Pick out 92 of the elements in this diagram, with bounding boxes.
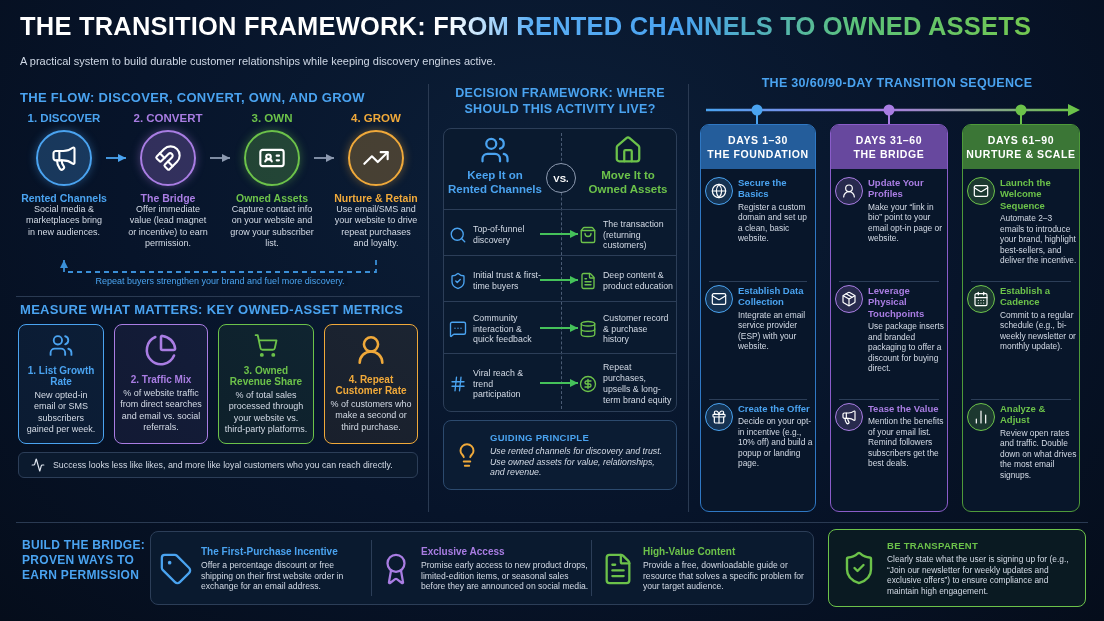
tactics-panel bbox=[150, 531, 814, 605]
metric-title: 3. Owned Revenue Share bbox=[228, 365, 304, 387]
phase-days: DAYS 31–60 bbox=[855, 132, 923, 147]
phase-days: DAYS 1–30 bbox=[728, 132, 788, 147]
note-box bbox=[828, 529, 1086, 607]
step-description: Mention the benefits of your email list. Remind followers subscribers get the best deals. bbox=[868, 416, 945, 469]
metric-description: % of total sales processed through your website vs. third-party platforms. bbox=[224, 390, 308, 435]
callout-banner bbox=[18, 452, 418, 478]
step-title: Rented Channels bbox=[21, 192, 107, 204]
arrow bbox=[209, 154, 231, 162]
subtitle: A practical system to build durable customer relationships while keeping discovery engines active. bbox=[20, 55, 497, 69]
note-heading: BE TRANSPARENT bbox=[887, 540, 980, 551]
tactic-title: Exclusive Access bbox=[421, 545, 506, 558]
step-description: Use package inserts and branded packaging to offer a discount for buying direct. bbox=[868, 321, 945, 374]
step-description: Make your “link in bio” point to your email opt-in page or website. bbox=[868, 201, 944, 244]
step-title: Tease the Value bbox=[868, 403, 940, 415]
step-description: Automate 2–3 emails to introduce your brand, highlight best-sellers, and deliver the incentive. bbox=[1000, 213, 1077, 266]
metric-description: New opted-in email or SMS subscribers gained per week. bbox=[25, 390, 97, 435]
section-heading: DECISION FRAMEWORK: WHERE SHOULD THIS ACTIVITY LIVE? bbox=[454, 86, 666, 118]
principle-box bbox=[443, 420, 677, 490]
metric-card bbox=[324, 324, 418, 444]
step-title: Launch the Welcome Sequence bbox=[1000, 177, 1052, 212]
step-title: Leverage Physical Touchpoints bbox=[868, 285, 926, 320]
step-title: Secure the Basics bbox=[738, 177, 788, 200]
step-title: Analyze & Adjust bbox=[1000, 403, 1047, 426]
step-title: Owned Assets bbox=[236, 192, 308, 204]
banner-text: Success looks less like likes, and more like loyal customers who you can reach directly. bbox=[53, 459, 393, 471]
activity-text: Repeat purchases, upsells & long-term brand equity bbox=[603, 362, 673, 406]
arrow bbox=[60, 259, 377, 273]
step-description: Capture contact info on your website and grow your subscriber list. bbox=[230, 204, 314, 249]
tactic-description: Offer a percentage discount or free shipping on their first website order in exchange for an email address. bbox=[201, 559, 345, 593]
arrow bbox=[539, 324, 579, 332]
activity-text: Viral reach & trend participation bbox=[473, 367, 525, 401]
activity-text: The transaction (returning customers) bbox=[603, 218, 665, 252]
step-heading: 1. DISCOVER bbox=[27, 112, 101, 126]
section-heading: THE 30/60/90-DAY TRANSITION SEQUENCE bbox=[760, 76, 1034, 92]
phase-name: NURTURE & SCALE bbox=[966, 147, 1076, 162]
step-title: Create the Offer bbox=[738, 403, 811, 415]
arrow bbox=[539, 230, 579, 238]
principle-heading: GUIDING PRINCIPLE bbox=[490, 431, 591, 443]
step-description: Decide on your opt-in incentive (e.g., 10% off) and build a popup or landing page. bbox=[738, 416, 813, 469]
metric-description: % of website traffic from direct searches and email vs. social referrals. bbox=[120, 388, 202, 433]
tactic-description: Promise early access to new product drops, limited-edition items, or seasonal sales before they are announced on social media. bbox=[421, 559, 590, 593]
tactic-title: High-Value Content bbox=[643, 545, 737, 558]
step-description: Use email/SMS and your website to drive repeat purchases and loyalty. bbox=[334, 204, 418, 249]
phase-name: THE BRIDGE bbox=[853, 147, 925, 162]
metric-card bbox=[114, 324, 208, 444]
step-description: Commit to a regular schedule (e.g., bi-weekly newsletter or monthly update). bbox=[1000, 309, 1077, 352]
activity-text: Deep content & product education bbox=[603, 270, 674, 292]
section-heading: MEASURE WHAT MATTERS: KEY OWNED-ASSET METRICS bbox=[20, 302, 405, 319]
arrow bbox=[313, 154, 335, 162]
phase-name: THE FOUNDATION bbox=[707, 147, 809, 162]
step-title: Nurture & Retain bbox=[334, 192, 418, 204]
step-description: Social media & marketplaces bring in new audiences. bbox=[24, 204, 103, 238]
metric-card bbox=[218, 324, 314, 444]
step-title: Update Your Profiles bbox=[868, 177, 925, 200]
arrow bbox=[539, 379, 579, 387]
metric-title: 4. Repeat Customer Rate bbox=[334, 374, 408, 396]
step-title: The Bridge bbox=[140, 192, 196, 204]
column-heading: Move It to Owned Assets bbox=[587, 169, 669, 197]
activity-text: Customer record & purchase history bbox=[603, 312, 670, 346]
step-title: Establish Data Collection bbox=[738, 285, 805, 308]
comparison-panel bbox=[443, 128, 677, 412]
step-description: Register a custom domain and set up a clean, basic website. bbox=[738, 201, 808, 244]
activity-text: Initial trust & first-time buyers bbox=[473, 270, 541, 292]
vs-badge: VS. bbox=[546, 163, 576, 193]
note-text: Clearly state what the user is signing up for (e.g., “Join our newsletter for weekly updates and exclusive offers”) to ensure compliance and maintain high engagement. bbox=[887, 554, 1070, 596]
step-heading: 2. CONVERT bbox=[133, 112, 203, 126]
phase-days: DAYS 61–90 bbox=[987, 132, 1055, 147]
section-heading: BUILD THE BRIDGE: PROVEN WAYS TO EARN PERMISSION bbox=[22, 538, 146, 583]
arrow bbox=[105, 154, 127, 162]
tactic-title: The First-Purchase Incentive bbox=[201, 545, 339, 558]
step-description: Review open rates and traffic. Double down on what drives the most email signups. bbox=[1000, 427, 1077, 481]
section-heading: THE FLOW: DISCOVER, CONVERT, OWN, AND GROW bbox=[20, 90, 366, 107]
column-heading: Keep It on Rented Channels bbox=[448, 169, 542, 197]
metric-description: % of customers who make a second or third purchase. bbox=[330, 399, 412, 433]
step-description: Offer immediate value (lead magnet or incentive) to earn permission. bbox=[127, 204, 209, 249]
tactic-description: Provide a free, downloadable guide or resource that solves a specific problem for your target audience. bbox=[643, 559, 805, 593]
metric-title: 1. List Growth Rate bbox=[26, 365, 96, 387]
metric-card bbox=[18, 324, 104, 444]
step-description: Integrate an email service provider (ESP) with your website. bbox=[738, 309, 807, 352]
phase-column bbox=[962, 124, 1080, 512]
activity-text: Top-of-funnel discovery bbox=[473, 224, 526, 246]
principle-text: Use rented channels for discovery and trust. Use owned assets for value, relationships, and revenue. bbox=[490, 445, 664, 479]
activity-text: Community interaction & quick feedback bbox=[473, 312, 533, 346]
arrow bbox=[539, 276, 579, 284]
metric-title: 2. Traffic Mix bbox=[130, 374, 192, 385]
phase-column bbox=[700, 124, 816, 512]
step-title: Establish a Cadence bbox=[1000, 285, 1052, 308]
step-heading: 3. OWN bbox=[251, 112, 293, 126]
step-heading: 4. GROW bbox=[351, 112, 401, 126]
phase-column bbox=[830, 124, 948, 512]
